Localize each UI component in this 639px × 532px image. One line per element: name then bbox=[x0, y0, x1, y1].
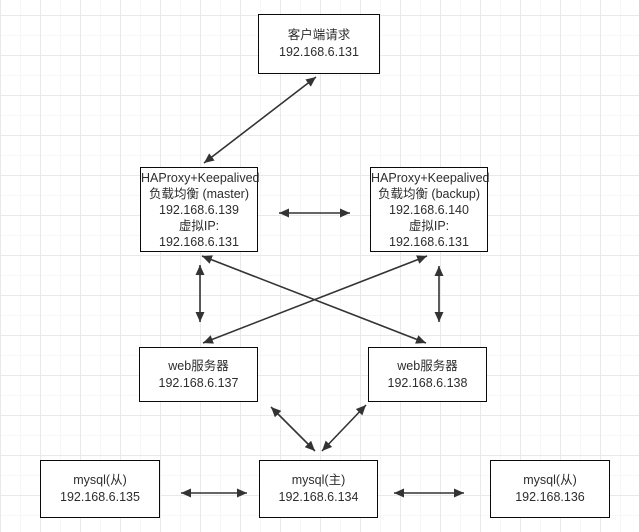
node-ip: 192.168.6.134 bbox=[278, 490, 359, 504]
node-label: mysql(从) 192.168.6.135 bbox=[41, 472, 159, 506]
node-ip: 192.168.6.135 bbox=[60, 490, 140, 504]
node-title: 客户端请求 bbox=[287, 28, 351, 42]
node-vip-label: 虚拟IP: bbox=[178, 218, 220, 233]
node-role: 负载均衡 (backup) bbox=[377, 186, 481, 201]
node-ip: 192.168.6.131 bbox=[279, 45, 359, 59]
arrow-web1-mysql-master bbox=[270, 406, 316, 452]
node-title: mysql(从) bbox=[73, 473, 127, 487]
node-mysql-master: mysql(主) 192.168.6.134 bbox=[259, 460, 378, 518]
node-title: mysql(从) bbox=[523, 473, 577, 487]
node-haproxy-master: HAProxy+Keepalived 负载均衡 (master) 192.168… bbox=[140, 167, 260, 252]
node-title: web服务器 bbox=[168, 358, 229, 373]
arrow-client-haproxy-master bbox=[203, 76, 317, 164]
node-title: HAProxy+Keepalived bbox=[141, 170, 260, 185]
node-mysql-slave-1: mysql(从) 192.168.6.135 bbox=[40, 460, 160, 518]
arrow-haproxy-backup-web1 bbox=[202, 255, 428, 344]
node-role: 负载均衡 (master) bbox=[148, 186, 249, 201]
node-ip: 192.168.6.140 bbox=[389, 202, 469, 217]
node-web-server-1: web服务器 192.168.6.137 bbox=[139, 347, 258, 402]
node-label: mysql(主) 192.168.6.134 bbox=[260, 472, 377, 506]
node-vip: 192.168.6.131 bbox=[159, 234, 239, 249]
node-title: mysql(主) bbox=[291, 473, 346, 487]
node-title: web服务器 bbox=[397, 358, 458, 373]
node-label: HAProxy+Keepalived 负载均衡 (master) 192.168… bbox=[141, 170, 260, 250]
node-web-server-2: web服务器 192.168.6.138 bbox=[368, 347, 487, 402]
node-client-request: 客户端请求 192.168.6.131 bbox=[258, 14, 380, 74]
node-ip: 192.168.6.139 bbox=[159, 202, 239, 217]
node-label: web服务器 192.168.6.137 bbox=[140, 358, 257, 392]
node-label: HAProxy+Keepalived 负载均衡 (backup) 192.168… bbox=[371, 170, 490, 250]
node-label: 客户端请求 192.168.6.131 bbox=[259, 27, 379, 61]
node-ip: 192.168.136 bbox=[515, 490, 585, 504]
node-haproxy-backup: HAProxy+Keepalived 负载均衡 (backup) 192.168… bbox=[370, 167, 490, 252]
node-vip: 192.168.6.131 bbox=[389, 234, 469, 249]
node-label: mysql(从) 192.168.136 bbox=[491, 472, 609, 506]
node-label: web服务器 192.168.6.138 bbox=[369, 358, 486, 392]
node-ip: 192.168.6.137 bbox=[158, 375, 239, 390]
node-mysql-slave-2: mysql(从) 192.168.136 bbox=[490, 460, 610, 518]
node-title: HAProxy+Keepalived bbox=[371, 170, 490, 185]
node-ip: 192.168.6.138 bbox=[387, 375, 468, 390]
arrow-web2-mysql-master bbox=[321, 404, 367, 452]
node-vip-label: 虚拟IP: bbox=[408, 218, 450, 233]
